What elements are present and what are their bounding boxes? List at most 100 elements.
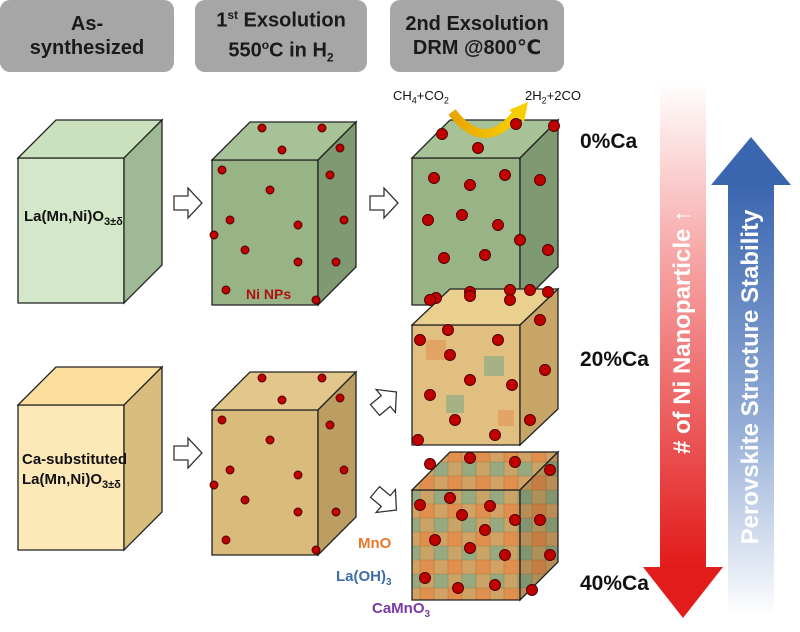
header-first-exsolution-line1: 1st Exsolution	[216, 7, 346, 32]
ni-nanoparticle	[265, 435, 275, 445]
ni-nanoparticle	[464, 374, 476, 386]
ni-nanoparticle	[464, 290, 476, 302]
ni-nanoparticle	[544, 464, 556, 476]
cube-first-exsolution-top	[210, 120, 358, 307]
header-first-exsolution: 1st Exsolution 550oC in H2	[195, 0, 367, 72]
ni-nanoparticle	[509, 456, 521, 468]
ni-nanoparticle	[257, 123, 267, 133]
ni-nanoparticle	[293, 220, 303, 230]
ni-nanoparticle	[422, 214, 434, 226]
header-as-synthesized-line2: synthesized	[29, 37, 145, 59]
header-second-exsolution-line2: DRM @800℃	[412, 37, 542, 59]
ni-nanoparticle	[221, 535, 231, 545]
step-arrow-up-right	[369, 388, 398, 417]
ni-nanoparticle	[217, 415, 227, 425]
ni-nanoparticle	[499, 549, 511, 561]
ni-nanoparticle	[277, 145, 287, 155]
ni-nanoparticle	[424, 389, 436, 401]
ni-nanoparticle	[317, 373, 327, 383]
ni-nanoparticle	[419, 572, 431, 584]
ni-nanoparticle	[429, 534, 441, 546]
blue-trend-arrow	[711, 137, 791, 617]
ni-nanoparticle	[240, 245, 250, 255]
nanoparticle-layer	[209, 118, 560, 596]
ni-nanoparticle	[534, 314, 546, 326]
ni-nanoparticle	[311, 295, 321, 305]
ni-nanoparticle	[277, 395, 287, 405]
ni-nanoparticle	[331, 507, 341, 517]
ni-nanoparticle	[424, 458, 436, 470]
ni-nanoparticle	[225, 465, 235, 475]
cube-drm-0ca	[410, 118, 560, 307]
ni-nanoparticle	[412, 434, 424, 446]
ni-nanoparticle	[325, 420, 335, 430]
ni-nanoparticle	[456, 509, 468, 521]
ni-nanoparticle	[509, 514, 521, 526]
ni-nanoparticle	[240, 495, 250, 505]
ni-nanoparticle	[436, 128, 448, 140]
ni-nanoparticle	[542, 244, 554, 256]
ni-nanoparticle	[317, 123, 327, 133]
ni-nanoparticle	[311, 545, 321, 555]
products-label: 2H2+2CO	[525, 88, 581, 106]
ni-nanoparticle	[464, 542, 476, 554]
cube-label-bottom-line1: Ca-substituted	[22, 451, 127, 468]
ni-nanoparticle	[524, 284, 536, 296]
reactants-label: CH4+CO2	[393, 88, 449, 106]
ni-nanoparticle	[293, 257, 303, 267]
ni-nanoparticle	[464, 452, 476, 464]
ni-nanoparticle	[489, 429, 501, 441]
drm-reaction-arrow	[448, 102, 528, 138]
ni-nanoparticle	[504, 284, 516, 296]
ni-nanoparticle	[424, 294, 436, 306]
step-arrow-bottom-1	[173, 436, 203, 470]
ni-nanoparticle	[265, 185, 275, 195]
ni-nanoparticle	[534, 174, 546, 186]
camno-label: CaMnO3	[372, 600, 431, 620]
step-arrow-down-right	[369, 485, 398, 514]
cube-first-exsolution-bottom	[210, 370, 358, 557]
step-arrow-top-1	[173, 186, 203, 220]
ni-nanoparticle	[548, 120, 560, 132]
ni-nanoparticle	[335, 143, 345, 153]
ni-nanoparticle	[472, 142, 484, 154]
ni-nanoparticle	[225, 215, 235, 225]
step-arrow-top-2	[369, 186, 399, 220]
laoh-label: La(OH)3	[336, 568, 392, 588]
ni-nanoparticle	[484, 500, 496, 512]
ni-nanoparticle	[452, 582, 464, 594]
blue-arrow-text: Perovskite Structure Stability	[737, 209, 764, 545]
label-20-ca: 20%Ca	[580, 348, 649, 371]
red-trend-arrow	[643, 82, 723, 618]
ni-nanoparticle	[539, 364, 551, 376]
header-second-exsolution: 2nd Exsolution DRM @800℃	[390, 0, 564, 72]
header-as-synthesized-line1: As-	[70, 13, 104, 35]
ni-nanoparticle	[428, 172, 440, 184]
cube-label-bottom: Ca-substituted La(Mn,Ni)O3±δ	[22, 450, 127, 495]
ni-nanoparticle	[221, 285, 231, 295]
header-first-exsolution-line2: 550oC in H2	[228, 37, 334, 65]
ni-nanoparticle	[504, 294, 516, 306]
ni-nanoparticle	[339, 215, 349, 225]
ni-nanoparticle	[534, 514, 546, 526]
ni-nanoparticle	[339, 465, 349, 475]
ni-nanoparticle	[444, 492, 456, 504]
ni-nanoparticle	[257, 373, 267, 383]
ni-nanoparticle	[209, 230, 219, 240]
ni-nanoparticle	[506, 379, 518, 391]
ni-nanoparticle	[544, 549, 556, 561]
cube-drm-20ca	[410, 287, 560, 447]
ni-nanoparticle	[514, 234, 526, 246]
header-as-synthesized: As- synthesized	[0, 0, 174, 72]
label-0-ca: 0%Ca	[580, 130, 638, 153]
ni-nanoparticle	[542, 286, 554, 298]
header-second-exsolution-line1: 2nd Exsolution	[405, 13, 549, 35]
cube-label-top: La(Mn,Ni)O3±δ	[24, 208, 123, 228]
ni-nanoparticle	[209, 480, 219, 490]
ni-nanoparticle	[438, 252, 450, 264]
cube-label-bottom-line2: La(Mn,Ni)O3±δ	[22, 471, 121, 491]
cube-as-synthesized-top	[16, 118, 164, 305]
cube-as-synthesized-bottom	[16, 365, 164, 552]
